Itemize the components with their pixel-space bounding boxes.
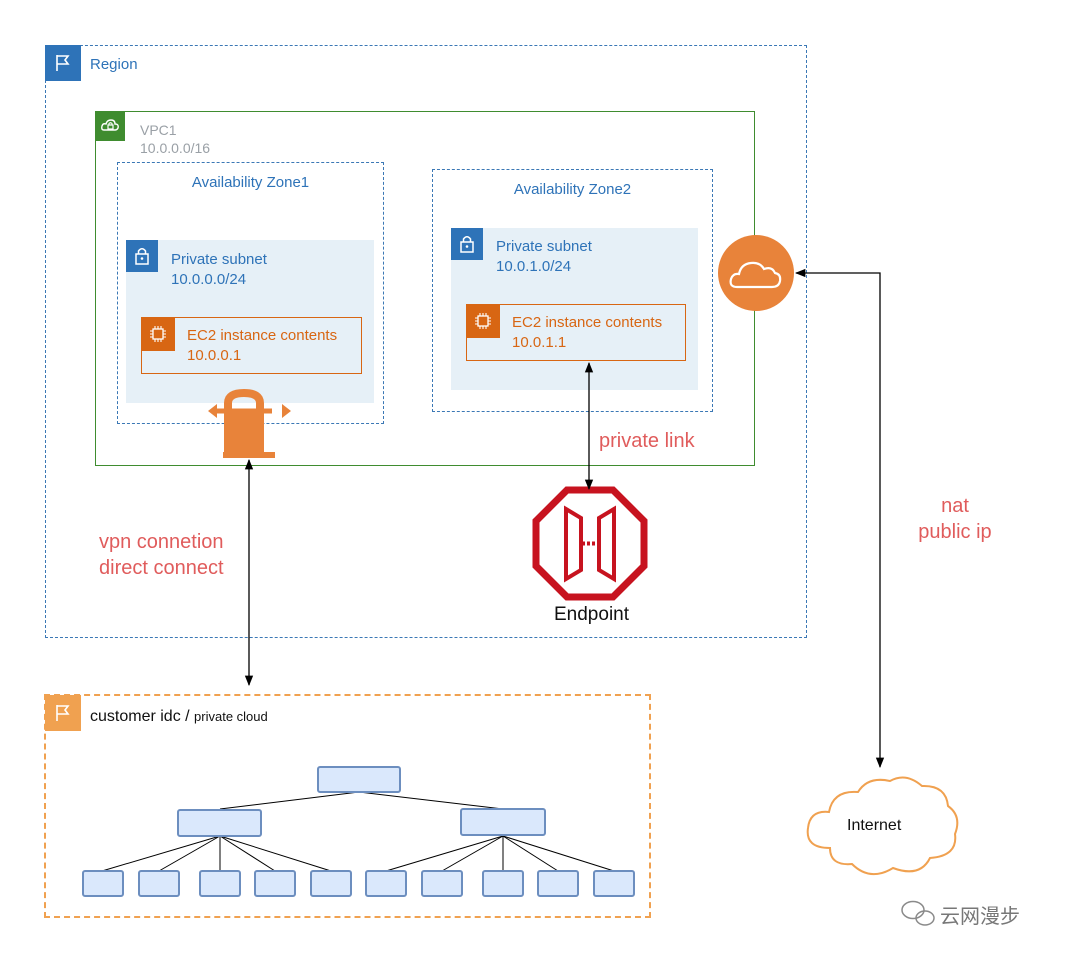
ec2-1-ip: 10.0.0.1 [187, 347, 242, 364]
tree-node-root [317, 766, 401, 793]
tree-node-right [460, 808, 546, 836]
endpoint-icon [532, 486, 648, 601]
region-label: Region [90, 56, 138, 73]
nat-label-line1: nat [941, 495, 969, 517]
vpn-gateway-icon [208, 388, 291, 458]
ec2-2-label: EC2 instance contents [512, 314, 663, 331]
watermark-text: 云网漫步 [940, 906, 1020, 928]
customer-idc-group: customer idc / private cloud [44, 694, 651, 918]
ec2-instance-1: EC2 instance contents 10.0.0.1 [141, 317, 362, 374]
tree-leaf [537, 870, 579, 897]
private-link-label: private link [599, 430, 695, 452]
tree-leaf [254, 870, 296, 897]
wechat-icon [901, 900, 935, 926]
flag-icon [45, 45, 81, 81]
tree-leaf [82, 870, 124, 897]
chip-icon [466, 304, 500, 338]
idc-label-main: customer idc / [90, 708, 195, 725]
tree-leaf [310, 870, 352, 897]
tree-connectors [101, 791, 615, 872]
idc-label-small: private cloud [194, 709, 268, 724]
endpoint-label: Endpoint [554, 604, 630, 625]
nat-connector [794, 268, 885, 769]
vpc-cidr: 10.0.0.0/16 [140, 140, 211, 156]
tree-leaf [365, 870, 407, 897]
vpn-label-line2: direct connect [99, 557, 224, 579]
tree-leaf [593, 870, 635, 897]
tree-leaf [482, 870, 524, 897]
internet-label: Internet [847, 817, 902, 834]
tree-node-left [177, 809, 262, 837]
subnet1-label: Private subnet [171, 251, 267, 268]
chip-icon [141, 317, 175, 351]
cloud-lock-icon [95, 111, 125, 141]
ec2-2-ip: 10.0.1.1 [512, 334, 567, 351]
subnet1-cidr: 10.0.0.0/24 [171, 271, 247, 288]
lock-icon [126, 240, 158, 272]
flag-icon [45, 695, 81, 731]
nat-label-line2: public ip [918, 521, 992, 543]
az1-label: Availability Zone1 [191, 174, 310, 191]
ec2-instance-2: EC2 instance contents 10.0.1.1 [466, 304, 686, 361]
lock-icon [451, 228, 483, 260]
az2-label: Availability Zone2 [513, 181, 632, 198]
subnet2-label: Private subnet [496, 238, 592, 255]
subnet2-cidr: 10.0.1.0/24 [496, 258, 572, 275]
tree-leaf [138, 870, 180, 897]
internet-cloud-icon [806, 776, 959, 875]
tree-leaf [421, 870, 463, 897]
vpn-label-line1: vpn connetion [99, 531, 224, 553]
availability-zone-2: Availability Zone2 [432, 169, 713, 412]
internet-gateway-icon [718, 235, 794, 311]
ec2-1-label: EC2 instance contents [187, 327, 338, 344]
tree-leaf [199, 870, 241, 897]
vpc-name: VPC1 [140, 122, 177, 138]
